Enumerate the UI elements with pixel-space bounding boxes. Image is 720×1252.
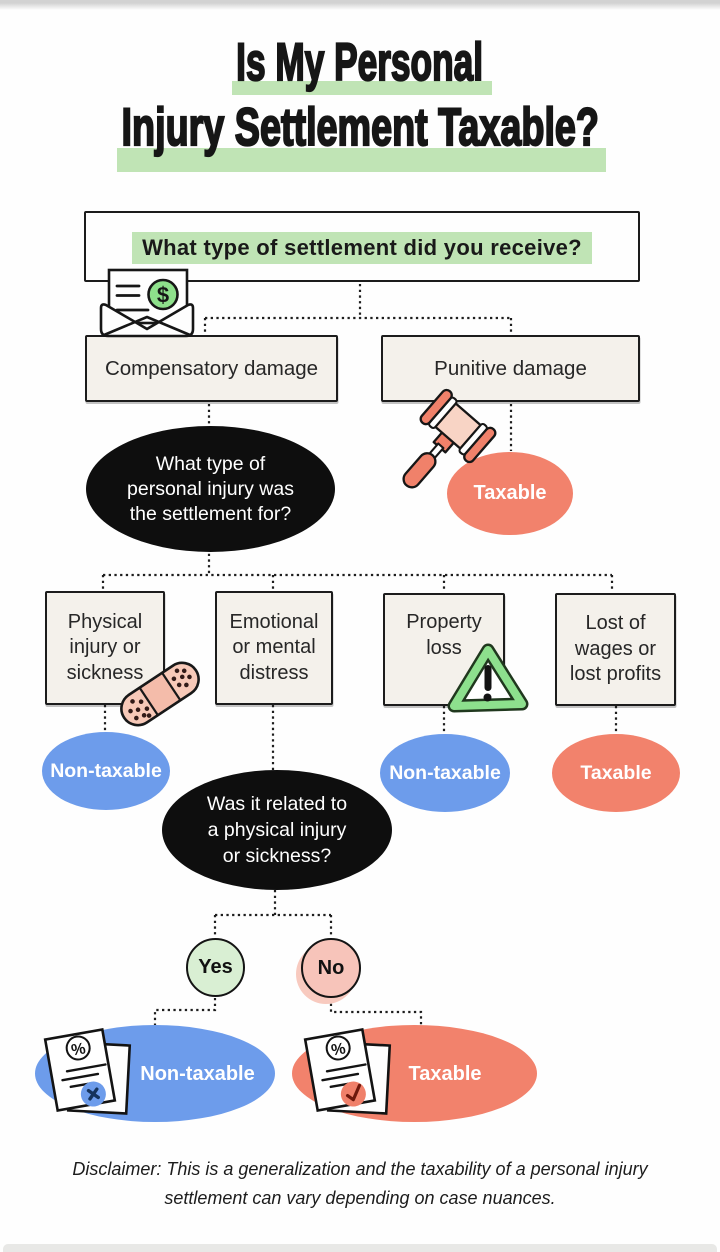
svg-text:%: % — [70, 1040, 87, 1059]
svg-text:$: $ — [157, 283, 169, 308]
svg-text:%: % — [330, 1040, 347, 1059]
